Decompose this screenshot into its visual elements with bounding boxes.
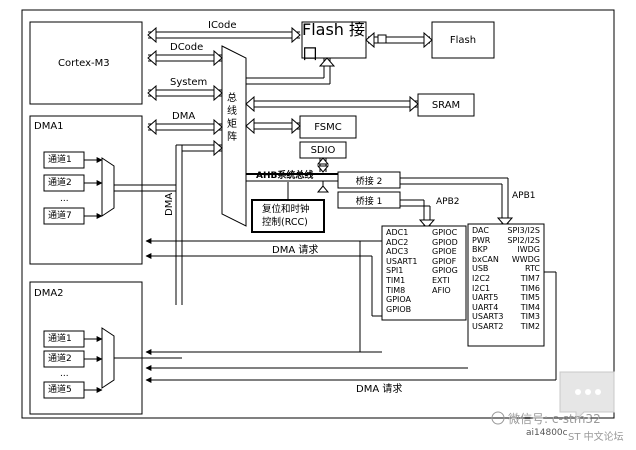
apb1-peripheral: WWDG: [511, 254, 540, 264]
dma2-channel-2: 通道2: [48, 354, 72, 364]
apb2-peripheral: SPI1: [386, 266, 404, 276]
fsmc-box: [299, 115, 357, 139]
dma1-title: DMA1: [34, 121, 64, 132]
dma2-title: DMA2: [34, 288, 64, 299]
dma-bus-label: DMA: [172, 111, 196, 122]
ahb-bus-label: AHB系统总线: [256, 171, 314, 181]
outer-frame: [21, 9, 615, 419]
cortex-m3-label: Cortex-M3: [58, 58, 110, 69]
apb1-peripheral: I2C2: [472, 273, 491, 283]
apb2-peripheral: TIM8: [386, 285, 406, 295]
apb2-peripheral: GPIOA: [386, 295, 412, 305]
wechat-logo-icon: [491, 411, 505, 425]
apb1-peripheral: IWDG: [517, 245, 540, 255]
apb2-peripheral: GPIOD: [432, 237, 458, 247]
apb2-peripheral: AFIO: [432, 285, 451, 295]
apb1-peripheral: USART2: [472, 321, 504, 331]
flash-interface-label: Flash 接口: [302, 20, 366, 63]
apb2-peripheral: GPIOB: [386, 304, 412, 314]
apb1-peripheral: BKP: [472, 245, 488, 255]
wechat-id-text: 微信号: c-stm32: [508, 412, 601, 426]
bridge2-box: [337, 171, 401, 189]
apb2-peripheral: GPIOG: [432, 266, 458, 276]
bridge2-label: 桥接 2: [355, 176, 383, 187]
flash-interface-box: [301, 21, 367, 59]
dma1-arbiter: [101, 157, 115, 217]
apb1-label: APB1: [512, 191, 536, 201]
apb1-peripheral: TIM3: [520, 312, 540, 322]
apb1-peripheral: TIM4: [520, 302, 540, 312]
apb1-peripheral: USART3: [472, 312, 504, 322]
apb1-peripheral: USB: [472, 264, 489, 274]
dma2-arbiter: [101, 327, 115, 389]
apb2-peripheral: ADC1: [386, 228, 409, 237]
apb1-peripheral: UART5: [472, 293, 499, 303]
dma1-channel-7: 通道7: [48, 211, 72, 221]
apb1-peripheral: PWR: [472, 235, 491, 245]
sram-box: [417, 93, 475, 117]
cortex-m3-box: [29, 21, 143, 105]
rcc-label-line2: 控制(RCC): [262, 217, 308, 228]
figure-code: ai14800c: [526, 428, 568, 438]
dcode-bus-label: DCode: [170, 42, 204, 53]
dma1-dots: ...: [60, 194, 69, 204]
apb2-peripheral: GPIOC: [432, 228, 458, 237]
apb2-label: APB2: [436, 197, 460, 207]
rcc-box: [251, 199, 325, 233]
apb2-peripheral: GPIOE: [432, 247, 457, 257]
dma2-bus-label: DMA: [164, 192, 175, 216]
system-bus-label: System: [170, 77, 208, 88]
apb1-peripheral: I2C1: [472, 283, 491, 293]
apb2-peripheral: USART1: [386, 256, 418, 266]
apb2-peripheral: GPIOF: [432, 256, 457, 266]
dma1-channel-1: 通道1: [48, 155, 72, 165]
apb1-peripheral: SPI2/I2S: [507, 235, 540, 245]
apb2-peripheral: TIM1: [386, 275, 406, 285]
apb1-peripheral: TIM6: [520, 283, 540, 293]
apb2-peripherals-box: [381, 225, 467, 321]
bus-matrix-label: 总线矩阵: [227, 93, 237, 143]
dma2-channel-1: 通道1: [48, 334, 72, 344]
apb2-peripheral: EXTI: [432, 275, 450, 285]
apb1-peripheral: SPI3/I2S: [507, 226, 540, 235]
flash-label: Flash: [449, 34, 477, 46]
dma2-channel-5: 通道5: [48, 385, 72, 395]
apb2-peripheral: ADC2: [386, 237, 409, 247]
dma2-dots: ...: [60, 369, 69, 379]
cortex-buses: [148, 31, 300, 131]
apb1-peripheral: TIM5: [520, 293, 540, 303]
dma-request-label-lower: DMA 请求: [356, 384, 403, 395]
bridge1-label: 桥接 1: [355, 196, 383, 207]
rcc-label-line1: 复位和时钟: [262, 204, 310, 215]
apb2-peripheral: ADC3: [386, 247, 409, 257]
apb1-peripheral: TIM2: [520, 321, 540, 331]
apb1-peripheral: RTC: [525, 264, 540, 274]
fsmc-label: FSMC: [314, 121, 342, 133]
apb1-peripheral: bxCAN: [472, 254, 499, 264]
watermark-chat-bubble-icon: [559, 371, 615, 422]
apb1-peripheral: TIM7: [520, 273, 540, 283]
apb1-peripheral: UART4: [472, 302, 499, 312]
sram-label: SRAM: [431, 99, 461, 111]
dma-request-label-upper: DMA 请求: [272, 245, 319, 256]
icode-bus-label: ICode: [208, 20, 237, 31]
apb1-peripherals-box: [467, 223, 545, 347]
forum-text: ST 中文论坛: [568, 432, 624, 443]
sdio-label: SDIO: [310, 144, 336, 156]
bus-matrix-shape: [221, 45, 247, 227]
apb1-peripheral: DAC: [472, 226, 489, 235]
dma1-channel-2: 通道2: [48, 178, 72, 188]
flash-box: [431, 21, 495, 59]
